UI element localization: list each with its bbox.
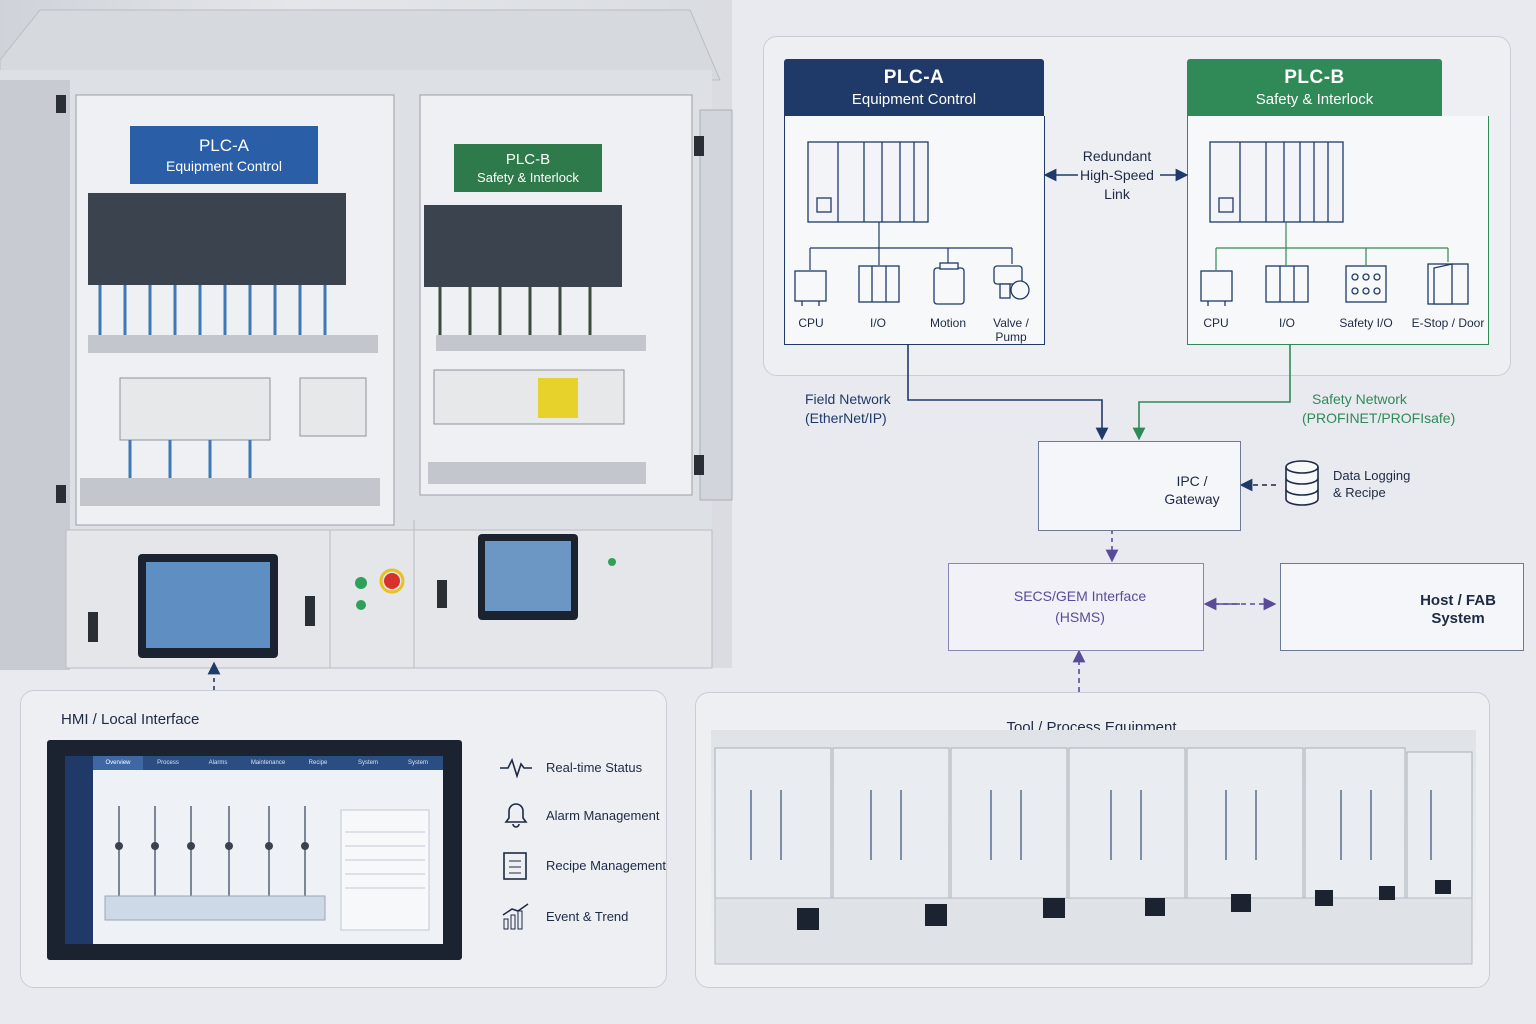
host-line2: System xyxy=(1431,610,1485,627)
data-logging-line2: & Recipe xyxy=(1333,485,1386,500)
field-network-line1: Field Network xyxy=(805,391,891,407)
safety-network-line2: (PROFINET/PROFIsafe) xyxy=(1302,410,1456,426)
plc-b-rack-icon xyxy=(1209,141,1344,223)
safety-network-line1: Safety Network xyxy=(1312,391,1407,407)
redundant-link-line3: Link xyxy=(1104,186,1130,202)
hmi-display: Overview Process Alarms Maintenance Reci… xyxy=(65,756,443,944)
plc-a-io-icon xyxy=(858,265,900,303)
plc-a-header: PLC-A Equipment Control xyxy=(784,59,1044,116)
tool-equipment-illustration xyxy=(714,747,1473,965)
redundant-link-label: Redundant High-Speed Link xyxy=(1072,147,1162,204)
redundant-link-line2: High-Speed xyxy=(1080,167,1154,183)
hmi-tab-recipe[interactable]: Recipe xyxy=(308,760,328,766)
cabinet-plc-b-subtitle: Safety & Interlock xyxy=(477,170,579,185)
cabinet-illustration xyxy=(0,9,733,670)
plc-b-cpu-icon xyxy=(1200,270,1233,306)
plc-b-subtitle: Safety & Interlock xyxy=(1255,91,1374,108)
hmi-tab-maintenance[interactable]: Maintenance xyxy=(250,760,286,766)
hmi-tab-system-2[interactable]: System xyxy=(407,760,428,766)
database-icon xyxy=(1285,460,1319,506)
cabinet-plc-b-label: PLC-B Safety & Interlock xyxy=(454,144,602,192)
cabinet-plc-a-label: PLC-A Equipment Control xyxy=(130,126,318,184)
plc-b-module-io: I/O xyxy=(1278,316,1295,330)
plc-a-title: PLC-A xyxy=(883,67,945,88)
host-line1: Host / FAB xyxy=(1420,592,1496,609)
clipboard-icon xyxy=(503,852,527,880)
plc-a-module-io: I/O xyxy=(869,316,886,330)
plc-a-rack-icon xyxy=(807,141,929,223)
plc-a-subtitle: Equipment Control xyxy=(851,91,977,108)
secs-gem-box xyxy=(948,563,1204,651)
plc-a-motion-icon xyxy=(933,262,965,305)
plc-a-cpu-icon xyxy=(794,270,827,306)
plc-b-estop-door-icon xyxy=(1427,263,1469,305)
plc-a-module-cpu: CPU xyxy=(798,316,824,330)
plc-b-module-safety-io: Safety I/O xyxy=(1339,316,1393,330)
feature-event-trend: Event & Trend xyxy=(498,901,668,931)
safety-network-label: Safety Network (PROFINET/PROFIsafe) xyxy=(1302,390,1455,428)
plc-a-module-motion: Motion xyxy=(929,316,967,330)
hmi-sidebar xyxy=(65,756,93,944)
feature-recipe-management: Recipe Management xyxy=(498,850,668,880)
hmi-tab-system[interactable]: System xyxy=(357,760,378,766)
hmi-tab-overview[interactable]: Overview xyxy=(93,756,143,770)
hmi-title: HMI / Local Interface xyxy=(61,711,200,728)
ipc-line1: IPC / xyxy=(1176,473,1208,489)
ipc-gateway-box xyxy=(1038,441,1241,531)
plc-b-header: PLC-B Safety & Interlock xyxy=(1187,59,1442,116)
feature-recipe-management-label: Recipe Management xyxy=(546,857,666,873)
host-fab-label: Host / FAB System xyxy=(1408,592,1508,628)
feature-alarm-management-label: Alarm Management xyxy=(546,807,660,823)
cabinet-photo: PLC-A Equipment Control PLC-B Safety & I… xyxy=(0,0,733,670)
ipc-gateway-label: IPC / Gateway xyxy=(1158,472,1226,508)
hmi-tab-process[interactable]: Process xyxy=(157,760,179,766)
data-logging-line1: Data Logging xyxy=(1333,468,1411,483)
data-logging-label: Data Logging & Recipe xyxy=(1333,467,1410,501)
plc-b-io-icon xyxy=(1265,265,1309,303)
secs-line2: (HSMS) xyxy=(1055,609,1105,625)
plc-b-module-cpu: CPU xyxy=(1203,316,1229,330)
hmi-tab-alarms[interactable]: Alarms xyxy=(208,760,228,766)
plc-b-title: PLC-B xyxy=(1284,67,1345,88)
bar-trend-icon xyxy=(502,903,529,930)
cabinet-plc-b-title: PLC-B xyxy=(505,151,551,168)
feature-real-time-status: Real-time Status xyxy=(498,752,668,782)
feature-event-trend-label: Event & Trend xyxy=(546,908,629,924)
hmi-tabbar: Overview Process Alarms Maintenance Reci… xyxy=(93,756,443,770)
secs-gem-label: SECS/GEM Interface (HSMS) xyxy=(948,586,1212,628)
bell-icon xyxy=(504,803,528,828)
host-fab-box xyxy=(1280,563,1524,651)
plc-a-module-valve-pump: Valve / Pump xyxy=(993,316,1029,344)
field-network-line2: (EtherNet/IP) xyxy=(805,410,887,426)
redundant-link-line1: Redundant xyxy=(1082,148,1152,164)
pulse-icon xyxy=(500,757,532,779)
cabinet-plc-a-title: PLC-A xyxy=(198,136,250,155)
plc-b-safety-io-icon xyxy=(1345,265,1387,303)
feature-real-time-status-label: Real-time Status xyxy=(546,759,643,775)
plc-b-module-estop-door: E-Stop / Door xyxy=(1411,316,1485,330)
ipc-line2: Gateway xyxy=(1164,491,1220,507)
cabinet-plc-a-subtitle: Equipment Control xyxy=(166,158,282,174)
hmi-screen: Overview Process Alarms Maintenance Reci… xyxy=(47,740,462,960)
plc-a-valve-pump-icon xyxy=(993,265,1030,300)
hmi-process-graphic xyxy=(104,806,430,931)
secs-line1: SECS/GEM Interface xyxy=(1013,588,1147,604)
feature-alarm-management: Alarm Management xyxy=(498,800,668,830)
field-network-label: Field Network (EtherNet/IP) xyxy=(805,390,891,428)
tool-equipment-photo xyxy=(711,730,1476,966)
